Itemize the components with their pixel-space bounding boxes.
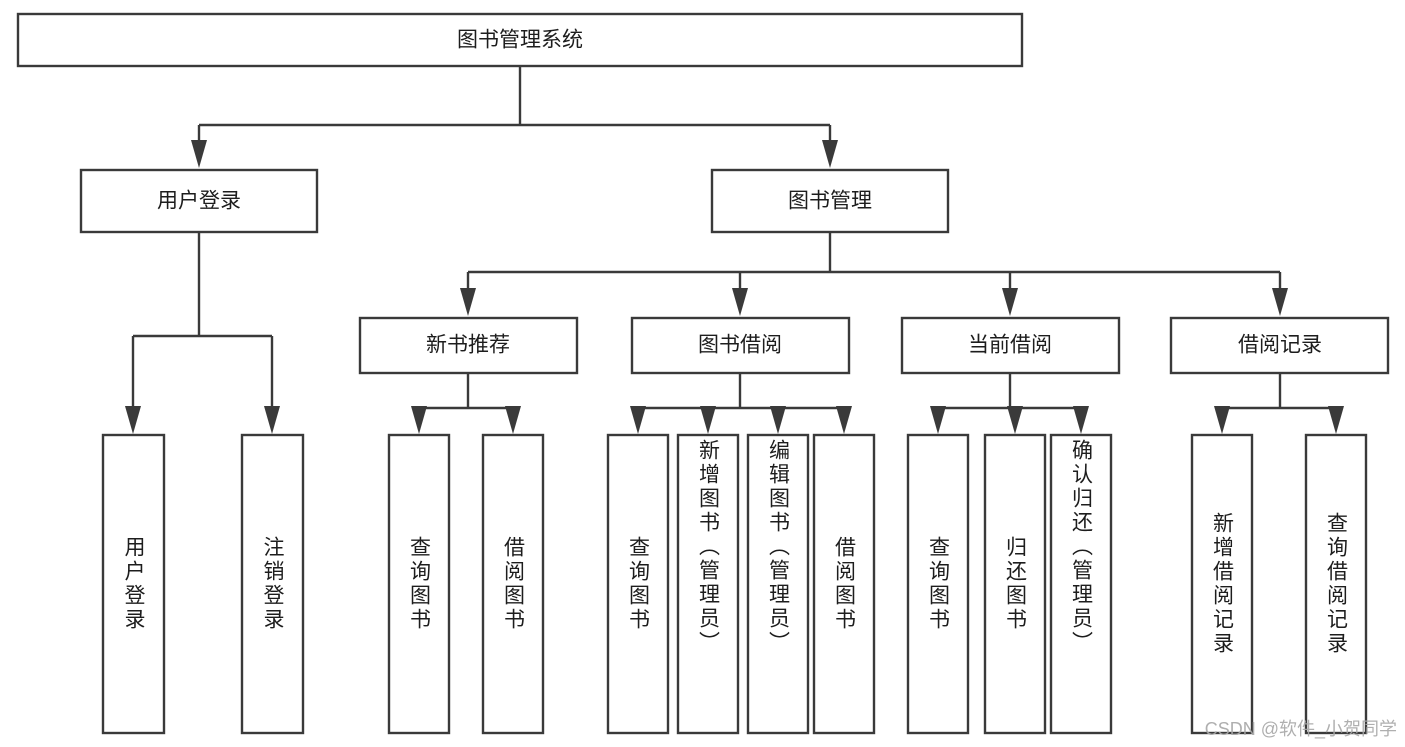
arrow-head-cu-confirm	[1073, 406, 1089, 434]
connector-layer	[125, 66, 1344, 434]
leaf-box-re-query-record[interactable]	[1304, 433, 1368, 735]
leaf-box-bo-borrow-book[interactable]	[812, 433, 876, 735]
arrow-head-bo-query	[630, 406, 646, 434]
arrow-head-re-add	[1214, 406, 1230, 434]
arrow-head-borrow	[732, 288, 748, 316]
node-current-borrow[interactable]: 当前借阅	[900, 316, 1121, 375]
leaf-box-nb-query-book[interactable]	[387, 433, 451, 735]
node-new-book-recommend-label: 新书推荐	[426, 334, 510, 357]
node-book-management-box[interactable]	[710, 168, 950, 234]
node-new-book-recommend[interactable]: 新书推荐	[358, 316, 579, 375]
leaf-box-bo-query-book[interactable]	[606, 433, 670, 735]
arrow-head-cu-return	[1007, 406, 1023, 434]
node-book-borrow-box[interactable]	[630, 316, 851, 375]
arrow-head-bo-add	[700, 406, 716, 434]
node-new-book-recommend-box[interactable]	[358, 316, 579, 375]
arrow-head-bo-borrow	[836, 406, 852, 434]
node-book-borrow[interactable]: 图书借阅	[630, 316, 851, 375]
arrow-head-new-book	[460, 288, 476, 316]
arrow-head-bo-edit	[770, 406, 786, 434]
arrow-head-book-mgmt	[822, 140, 838, 168]
csdn-watermark: CSDN @软件_小贺同学	[1204, 719, 1397, 739]
arrow-head-current	[1002, 288, 1018, 316]
leaf-box-bo-add-book[interactable]	[676, 433, 740, 735]
leaf-box-nb-borrow-book[interactable]	[481, 433, 545, 735]
arrow-head-re-query	[1328, 406, 1344, 434]
node-borrow-record-label: 借阅记录	[1238, 334, 1322, 357]
node-book-management[interactable]: 图书管理	[710, 168, 950, 234]
node-root-box[interactable]	[16, 12, 1024, 68]
arrow-head-nb-query	[411, 406, 427, 434]
node-user-login-box[interactable]	[79, 168, 319, 234]
leaf-box-bo-edit-book[interactable]	[746, 433, 810, 735]
leaf-box-cu-return-book[interactable]	[983, 433, 1047, 735]
arrow-head-cu-query	[930, 406, 946, 434]
leaf-box-user-login[interactable]	[101, 433, 166, 735]
node-borrow-record-box[interactable]	[1169, 316, 1390, 375]
node-user-login[interactable]: 用户登录	[79, 168, 319, 234]
node-current-borrow-label: 当前借阅	[968, 334, 1052, 357]
node-root[interactable]: 图书管理系统	[16, 12, 1024, 68]
node-root-label: 图书管理系统	[457, 29, 583, 52]
node-current-borrow-box[interactable]	[900, 316, 1121, 375]
arrow-head-leaf-user-login	[125, 406, 141, 434]
leaf-box-cu-confirm-return[interactable]	[1049, 433, 1113, 735]
node-book-management-label: 图书管理	[788, 190, 872, 213]
arrow-head-record	[1272, 288, 1288, 316]
leaf-box-logout[interactable]	[240, 433, 305, 735]
node-book-borrow-label: 图书借阅	[698, 334, 782, 357]
leaf-box-re-add-record[interactable]	[1190, 433, 1254, 735]
arrow-head-nb-borrow	[505, 406, 521, 434]
arrow-head-user-login	[191, 140, 207, 168]
node-user-login-label: 用户登录	[157, 190, 241, 213]
node-borrow-record[interactable]: 借阅记录	[1169, 316, 1390, 375]
leaf-box-cu-query-book[interactable]	[906, 433, 970, 735]
arrow-head-leaf-logout	[264, 406, 280, 434]
